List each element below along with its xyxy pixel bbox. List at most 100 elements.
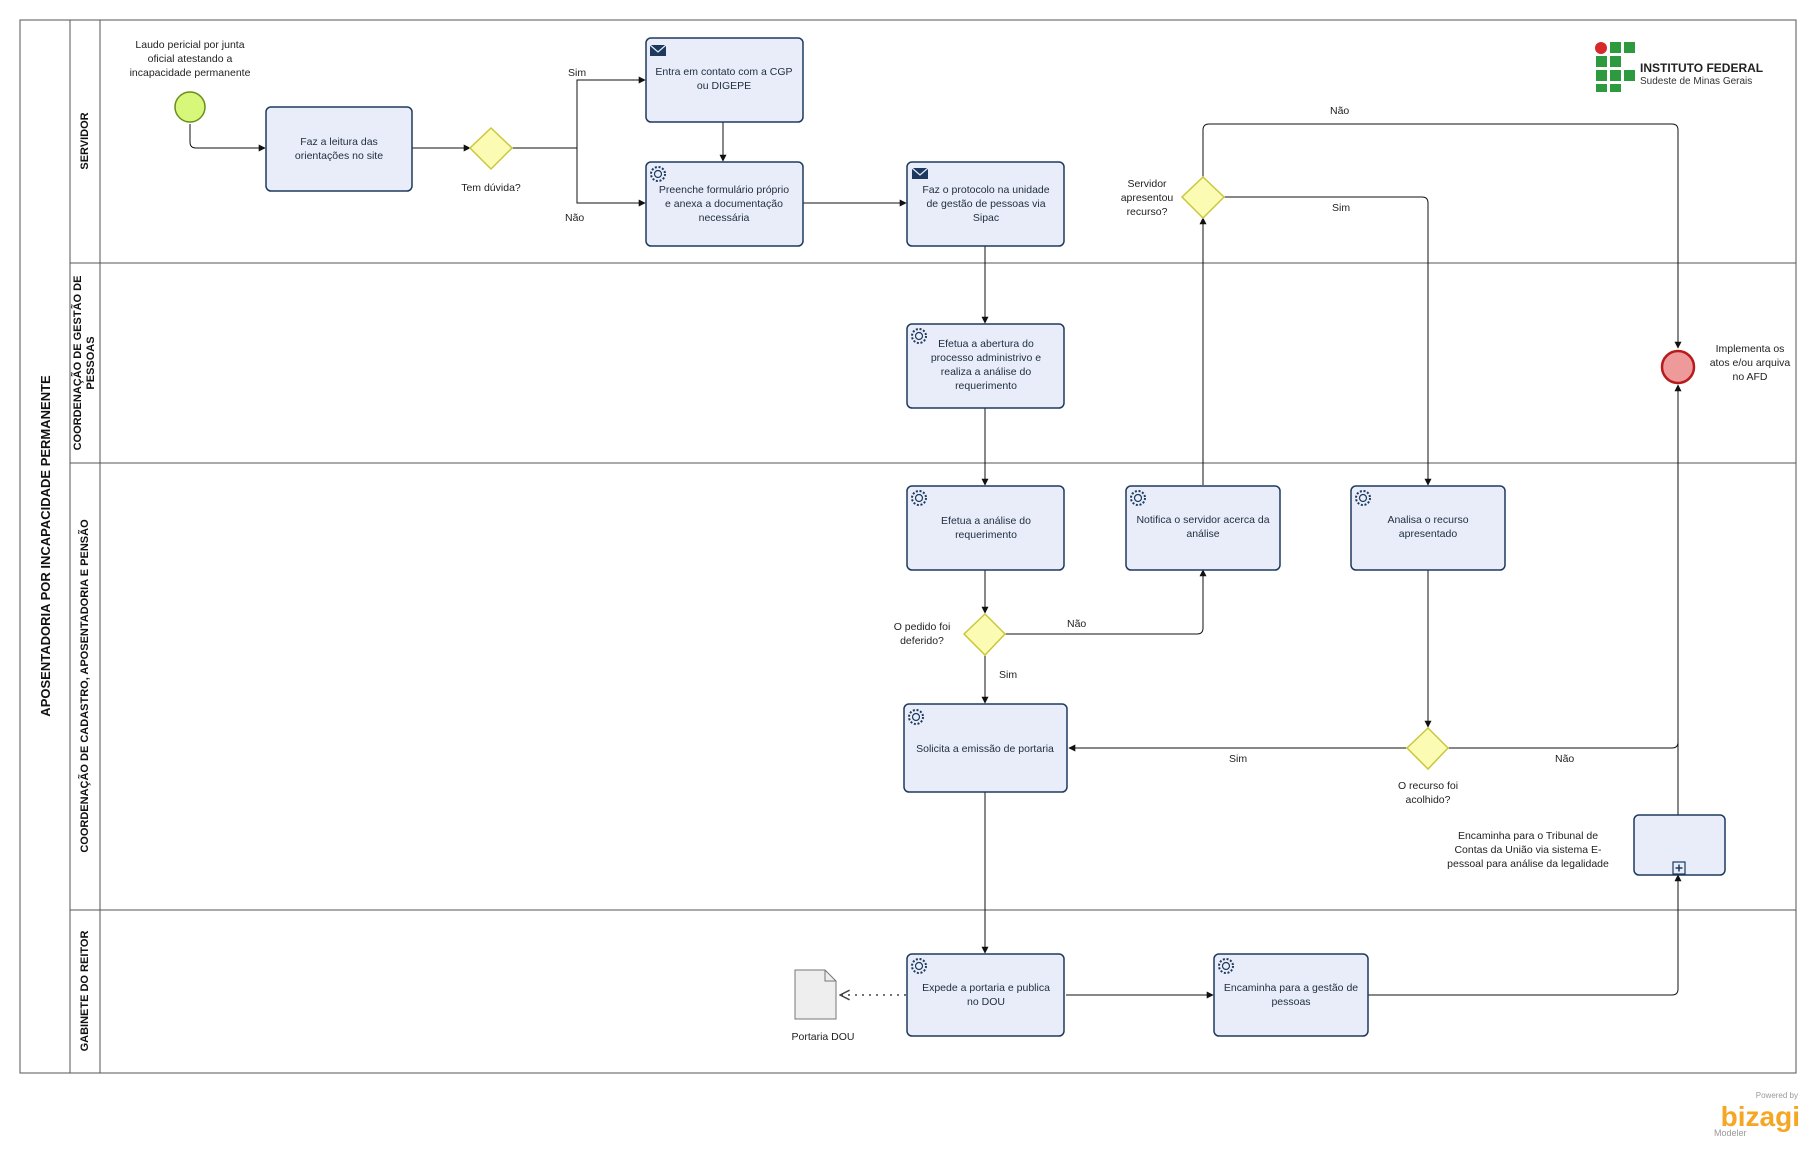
- logo-subtitle: Sudeste de Minas Gerais: [1640, 76, 1752, 87]
- label-recurso-sim: Sim: [1332, 202, 1350, 214]
- gateway-recurso-line2: apresentou: [1121, 192, 1174, 204]
- envelope-icon: [649, 44, 667, 56]
- task-encaminha-line2: pessoas: [1271, 996, 1310, 1008]
- gateway-recurso-line3: recurso?: [1127, 206, 1168, 218]
- task-protocolo[interactable]: Faz o protocolo na unidade de gestão de …: [906, 161, 1065, 247]
- gateway-acolhido-label: O recurso foi acolhido?: [1398, 780, 1458, 806]
- gear-icon: [1218, 958, 1234, 974]
- lane-label-cgp-line2: PESSOAS: [85, 336, 97, 389]
- task-formulario-line3: necessária: [699, 212, 750, 224]
- task-abertura-line1: Efetua a abertura do: [938, 338, 1034, 350]
- label-acolhido-nao: Não: [1555, 753, 1574, 765]
- lane-gabinete-label: GABINETE DO REITOR: [79, 931, 91, 1052]
- task-recurso[interactable]: Analisa o recurso apresentado: [1350, 485, 1506, 571]
- task-contato-line2: ou DIGEPE: [697, 80, 751, 92]
- end-label-line2: atos e/ou arquiva: [1710, 357, 1791, 369]
- task-encaminha[interactable]: Encaminha para a gestão de pessoas: [1213, 953, 1369, 1037]
- end-label-line3: no AFD: [1732, 371, 1767, 383]
- start-label-line1: Laudo pericial por junta: [135, 39, 244, 51]
- footer-product: Modeler: [1714, 1128, 1747, 1138]
- task-expede-line2: no DOU: [967, 996, 1005, 1008]
- gateway-recurso-apresentado-label: Servidor apresentou recurso?: [1121, 178, 1174, 218]
- start-event[interactable]: [174, 91, 206, 123]
- gateway-recurso-apresentado[interactable]: [1180, 175, 1226, 220]
- task-expede[interactable]: Expede a portaria e publica no DOU: [906, 953, 1065, 1037]
- subprocess-label-line3: pessoal para análise da legalidade: [1447, 858, 1609, 870]
- start-label-line2: oficial atestando a: [148, 53, 233, 65]
- lane-label-gabinete: GABINETE DO REITOR: [79, 931, 91, 1052]
- end-label-line1: Implementa os: [1716, 343, 1785, 355]
- task-analise-line1: Efetua a análise do: [941, 515, 1031, 527]
- task-leitura[interactable]: Faz a leitura das orientações no site: [265, 106, 413, 192]
- start-event-label: Laudo pericial por junta oficial atestan…: [130, 39, 251, 79]
- task-recurso-line2: apresentado: [1399, 528, 1458, 540]
- lane-label-ccap: COORDENAÇÃO DE CADASTRO, APOSENTADORIA E…: [78, 519, 91, 853]
- gateway-deferido[interactable]: [962, 612, 1007, 657]
- task-analise[interactable]: Efetua a análise do requerimento: [906, 485, 1065, 571]
- task-notifica[interactable]: Notifica o servidor acerca da análise: [1125, 485, 1281, 571]
- task-protocolo-line1: Faz o protocolo na unidade: [922, 184, 1049, 196]
- task-expede-line1: Expede a portaria e publica: [922, 982, 1050, 994]
- task-portaria[interactable]: Solicita a emissão de portaria: [903, 703, 1068, 793]
- subprocess-tcu[interactable]: [1633, 814, 1726, 876]
- subprocess-label-line1: Encaminha para o Tribunal de: [1458, 830, 1598, 842]
- task-leitura-line2: orientações no site: [295, 150, 383, 162]
- label-recurso-nao: Não: [1330, 105, 1349, 117]
- task-encaminha-line1: Encaminha para a gestão de: [1224, 982, 1358, 994]
- document-icon[interactable]: [794, 969, 837, 1020]
- gear-icon: [911, 328, 927, 344]
- task-contato-line1: Entra em contato com a CGP: [655, 66, 792, 78]
- gear-icon: [908, 709, 924, 725]
- bizagi-brand: Powered by bizagi Modeler: [1714, 1091, 1800, 1138]
- lane-label-cgp-line1: COORDENAÇÃO DE GESTÃO DE: [71, 276, 84, 451]
- label-acolhido-sim: Sim: [1229, 753, 1247, 765]
- gateway-duvida[interactable]: [468, 126, 514, 171]
- subprocess-label: Encaminha para o Tribunal de Contas da U…: [1447, 830, 1609, 870]
- gateway-acolhido-line2: acolhido?: [1406, 794, 1451, 806]
- gateway-deferido-line2: deferido?: [900, 635, 944, 647]
- flow-recurso-sim: [1224, 196, 1432, 486]
- gateway-recurso-line1: Servidor: [1127, 178, 1167, 190]
- artifact-label: Portaria DOU: [791, 1031, 854, 1043]
- gear-icon: [1355, 490, 1371, 506]
- flow-duvida-sim: [512, 76, 646, 149]
- label-deferido-sim: Sim: [999, 669, 1017, 681]
- task-abertura-line2: processo administrivo e: [931, 352, 1041, 364]
- task-formulario[interactable]: Preenche formulário próprio e anexa a do…: [645, 161, 804, 247]
- gateway-acolhido-line1: O recurso foi: [1398, 780, 1458, 792]
- task-leitura-line1: Faz a leitura das: [300, 136, 378, 148]
- label-duvida-nao: Não: [565, 212, 584, 224]
- logo-red-dot: [1595, 42, 1607, 54]
- lane-label-servidor: SERVIDOR: [79, 112, 91, 169]
- envelope-icon: [911, 167, 929, 179]
- footer-brand: bizagi: [1721, 1101, 1800, 1132]
- sequence-flows: [189, 76, 1682, 995]
- task-abertura-line3: realiza a análise do: [941, 366, 1032, 378]
- end-event-label: Implementa os atos e/ou arquiva no AFD: [1710, 343, 1791, 383]
- task-analise-line2: requerimento: [955, 529, 1017, 541]
- task-protocolo-line3: Sipac: [973, 212, 999, 224]
- task-formulario-line2: e anexa a documentação: [665, 198, 783, 210]
- instituto-federal-logo: INSTITUTO FEDERAL Sudeste de Minas Gerai…: [1595, 42, 1763, 92]
- end-event[interactable]: [1660, 349, 1696, 385]
- gear-icon: [1130, 490, 1146, 506]
- subprocess-label-line2: Contas da União via sistema E-: [1454, 844, 1602, 856]
- lane-servidor-label: SERVIDOR: [79, 112, 91, 169]
- task-recurso-line1: Analisa o recurso: [1387, 514, 1468, 526]
- flow-recurso-nao: [1202, 123, 1682, 349]
- footer-powered: Powered by: [1756, 1091, 1798, 1100]
- gateway-duvida-label: Tem dúvida?: [461, 182, 521, 194]
- task-notifica-line2: análise: [1186, 528, 1219, 540]
- task-contato[interactable]: Entra em contato com a CGP ou DIGEPE: [645, 37, 804, 123]
- flow-start-to-leitura: [189, 124, 266, 152]
- task-abertura[interactable]: Efetua a abertura do processo administri…: [906, 323, 1065, 409]
- flow-duvida-nao: [576, 148, 646, 207]
- task-abertura-line4: requerimento: [955, 380, 1017, 392]
- pool-title: APOSENTADORIA POR INCAPACIDADE PERMANENT…: [38, 375, 53, 717]
- gateway-deferido-line1: O pedido foi: [894, 621, 951, 633]
- label-duvida-sim: Sim: [568, 67, 586, 79]
- gateway-deferido-label: O pedido foi deferido?: [894, 621, 951, 647]
- gear-icon: [911, 490, 927, 506]
- gateway-acolhido[interactable]: [1405, 726, 1450, 771]
